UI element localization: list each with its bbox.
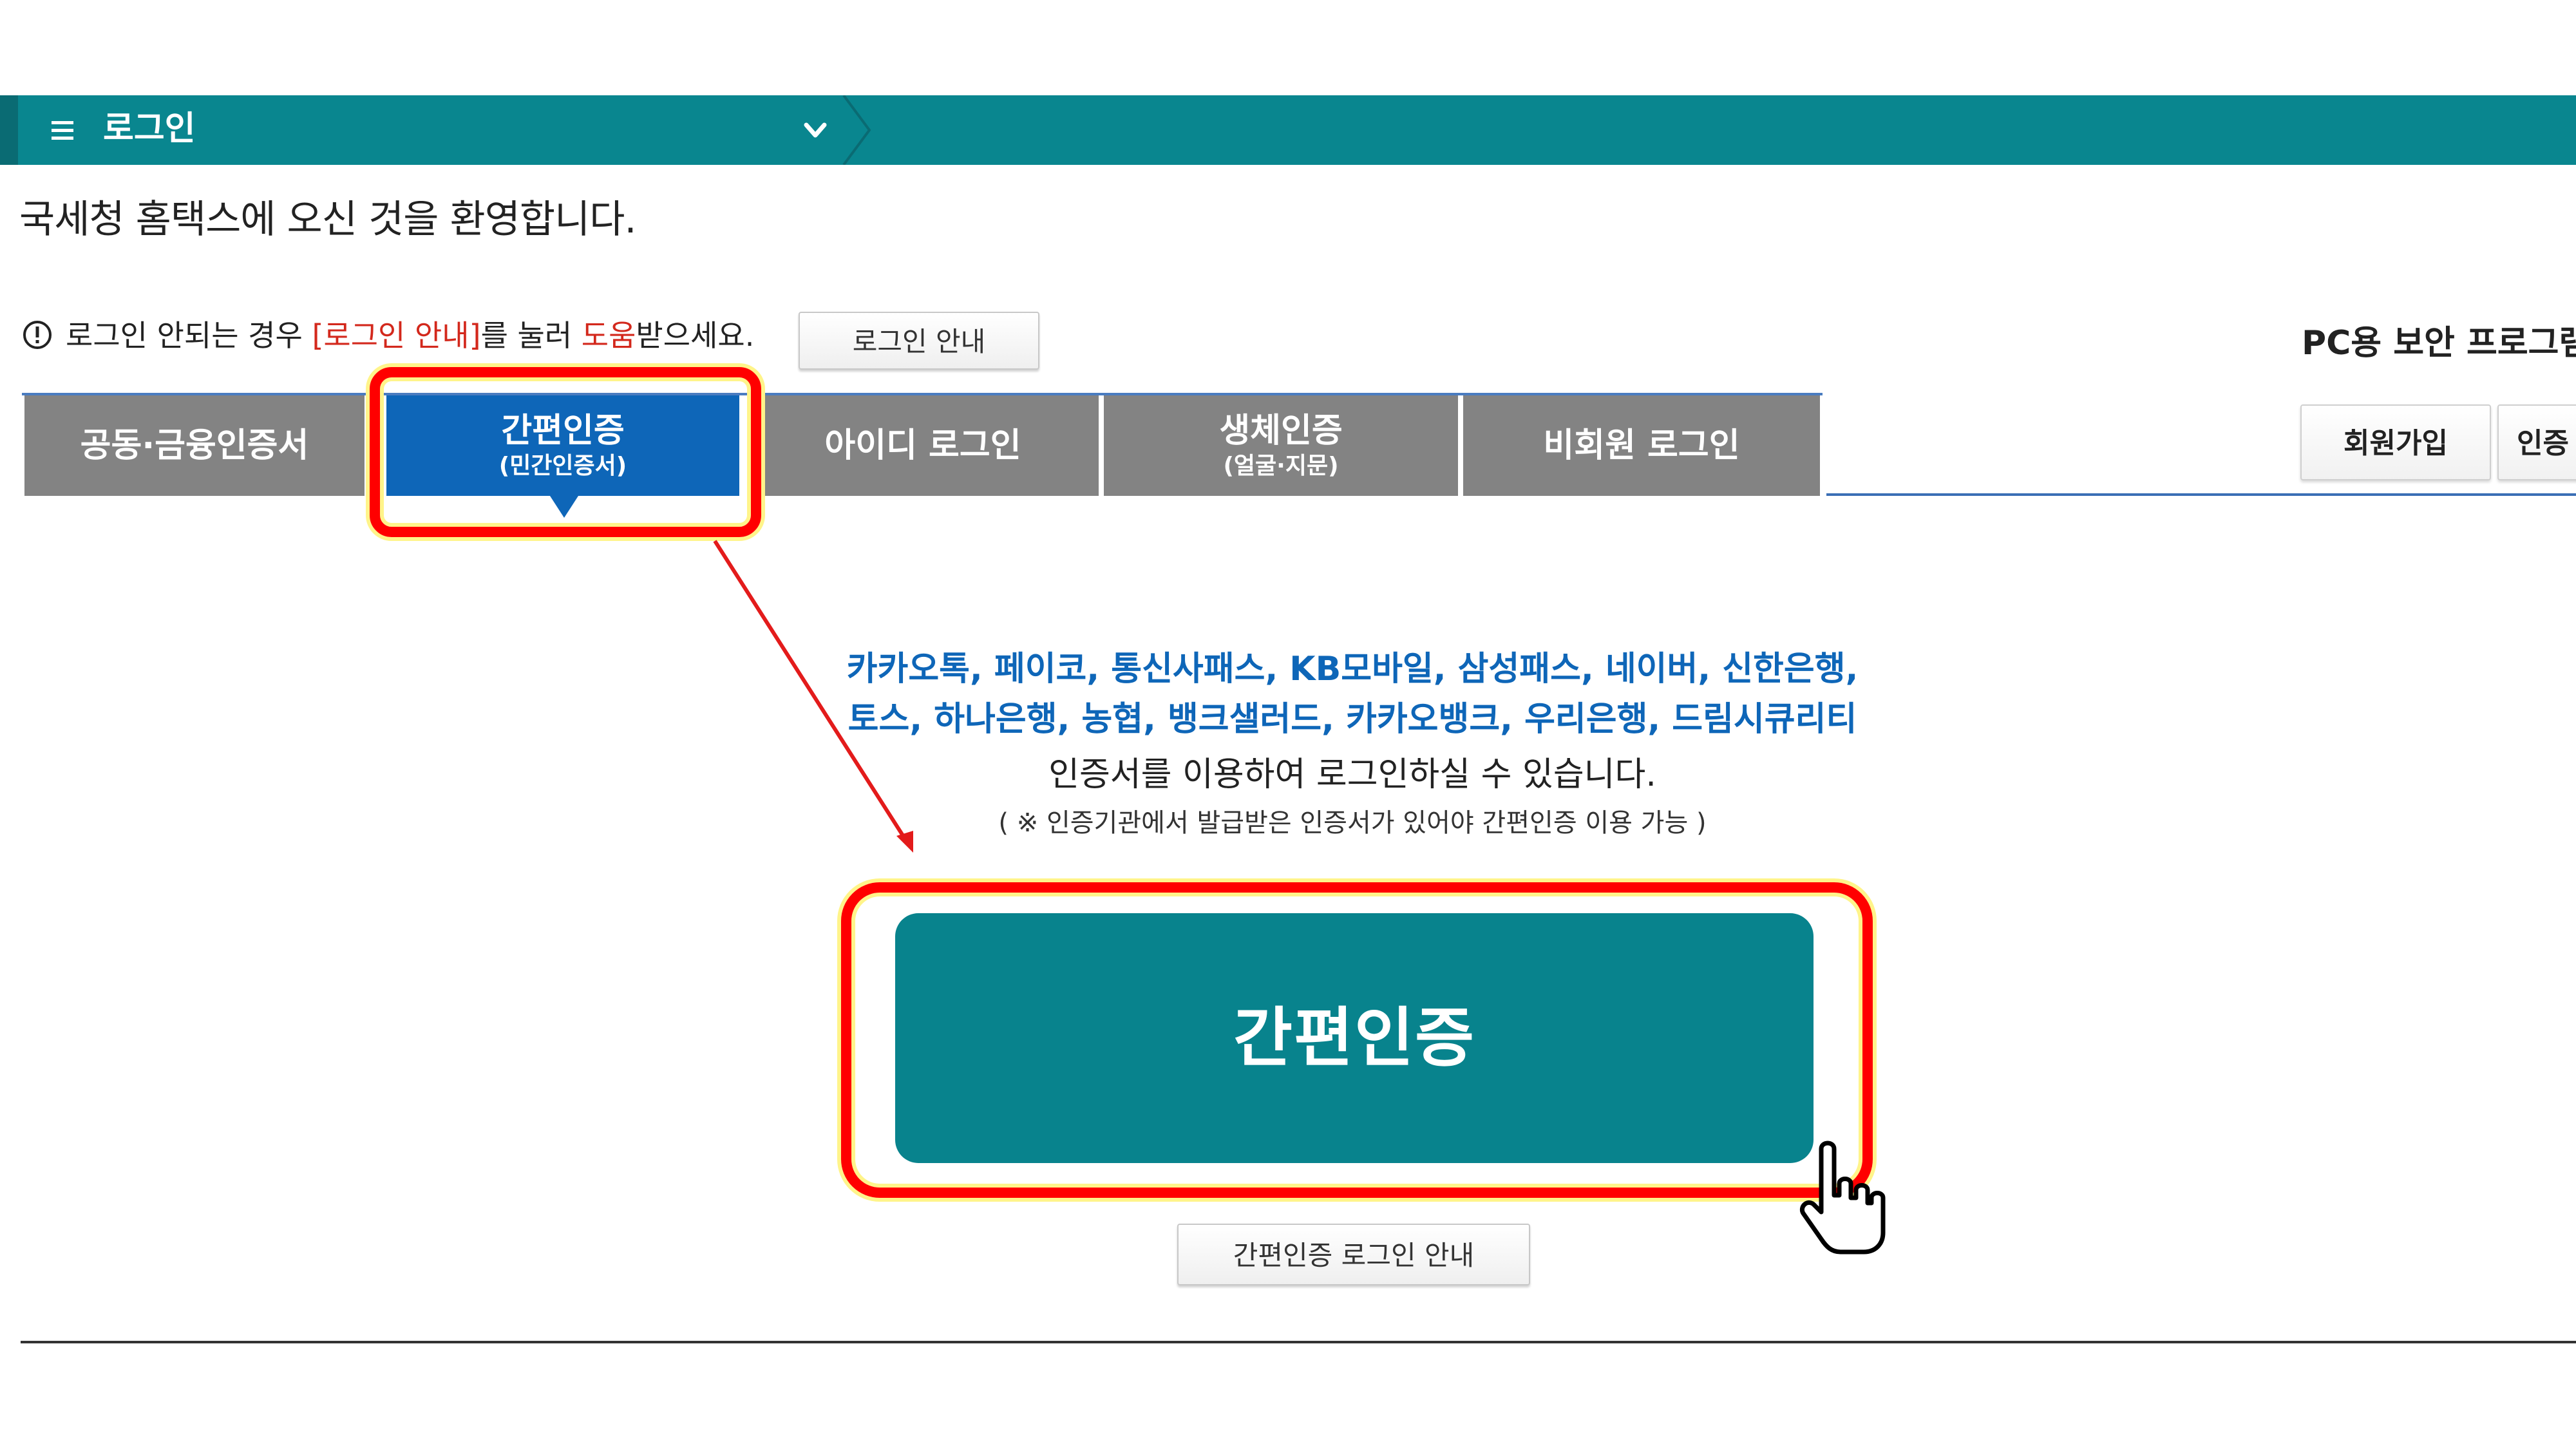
- tab-label: 생체인증: [1219, 412, 1343, 450]
- breadcrumb-separator-icon: [837, 94, 876, 166]
- tab-joint-financial-certificate[interactable]: 공동·금융인증서: [24, 395, 365, 496]
- tab-biometric-authentication[interactable]: 생체인증 (얼굴·지문): [1104, 395, 1458, 496]
- providers-line-1: 카카오톡, 페이코, 통신사패스, KB모바일, 삼성패스, 네이버, 신한은행…: [846, 650, 1859, 688]
- bottom-divider: [21, 1341, 2576, 1343]
- login-help-notice: 로그인 안되는 경우 [로그인 안내]를 눌러 도움받으세요.: [66, 314, 754, 357]
- notice-part1: 로그인 안되는 경우: [66, 318, 312, 353]
- providers-line-2: 토스, 하나은행, 농협, 뱅크샐러드, 카카오뱅크, 우리은행, 드림시큐리티: [848, 700, 1857, 739]
- tab-highlight-box: [370, 367, 761, 537]
- notice-part3: 받으세요.: [636, 318, 755, 353]
- tab-sublabel: (얼굴·지문): [1223, 453, 1339, 479]
- simple-auth-login-guide-button[interactable]: 간편인증 로그인 안내: [1177, 1224, 1530, 1285]
- certificate-button[interactable]: 인증: [2497, 404, 2576, 480]
- tab-sublabel: (민간인증서): [498, 453, 627, 479]
- red-arrow-icon: [696, 528, 940, 863]
- hand-pointer-icon: [1794, 1136, 1891, 1258]
- notice-part2: 를 눌러: [480, 318, 582, 353]
- login-guide-link[interactable]: [로그인 안내]: [312, 318, 481, 353]
- chevron-down-icon[interactable]: [796, 111, 835, 149]
- top-bar-title: 로그인: [103, 109, 196, 148]
- top-bar-left-edge: [0, 95, 18, 165]
- main-button-highlight-box: [841, 882, 1873, 1198]
- login-guide-button[interactable]: 로그인 안내: [799, 312, 1039, 370]
- supported-providers: 카카오톡, 페이코, 통신사패스, KB모바일, 삼성패스, 네이버, 신한은행…: [837, 644, 1868, 744]
- tab-non-member-login[interactable]: 비회원 로그인: [1463, 395, 1820, 496]
- signup-button[interactable]: 회원가입: [2300, 404, 2491, 480]
- tab-label: 공동·금융인증서: [80, 426, 309, 465]
- top-navigation-bar: [0, 95, 2576, 165]
- login-description-note: ( ※ 인증기관에서 발급받은 인증서가 있어야 간편인증 이용 가능 ): [998, 808, 1707, 838]
- welcome-heading: 국세청 홈택스에 오신 것을 환영합니다.: [19, 197, 637, 242]
- login-description: 인증서를 이용하여 로그인하실 수 있습니다.: [1048, 755, 1656, 794]
- hamburger-icon[interactable]: [50, 113, 76, 147]
- simple-authentication-button[interactable]: 간편인증: [895, 913, 1814, 1163]
- pc-security-program-title: PC용 보안 프로그램: [2302, 324, 2576, 363]
- tab-label: 간편인증: [501, 412, 625, 450]
- login-tabs-frame: [22, 393, 1823, 496]
- notice-help-word: 도움: [581, 318, 636, 353]
- tabs-baseline-divider: [1826, 493, 2576, 496]
- tab-label: 아이디 로그인: [824, 426, 1021, 465]
- active-tab-pointer: [550, 496, 578, 518]
- tab-label: 비회원 로그인: [1543, 426, 1740, 465]
- tab-id-login[interactable]: 아이디 로그인: [747, 395, 1099, 496]
- exclamation-circle-icon: [22, 319, 53, 350]
- tab-simple-authentication[interactable]: 간편인증 (민간인증서): [386, 395, 739, 496]
